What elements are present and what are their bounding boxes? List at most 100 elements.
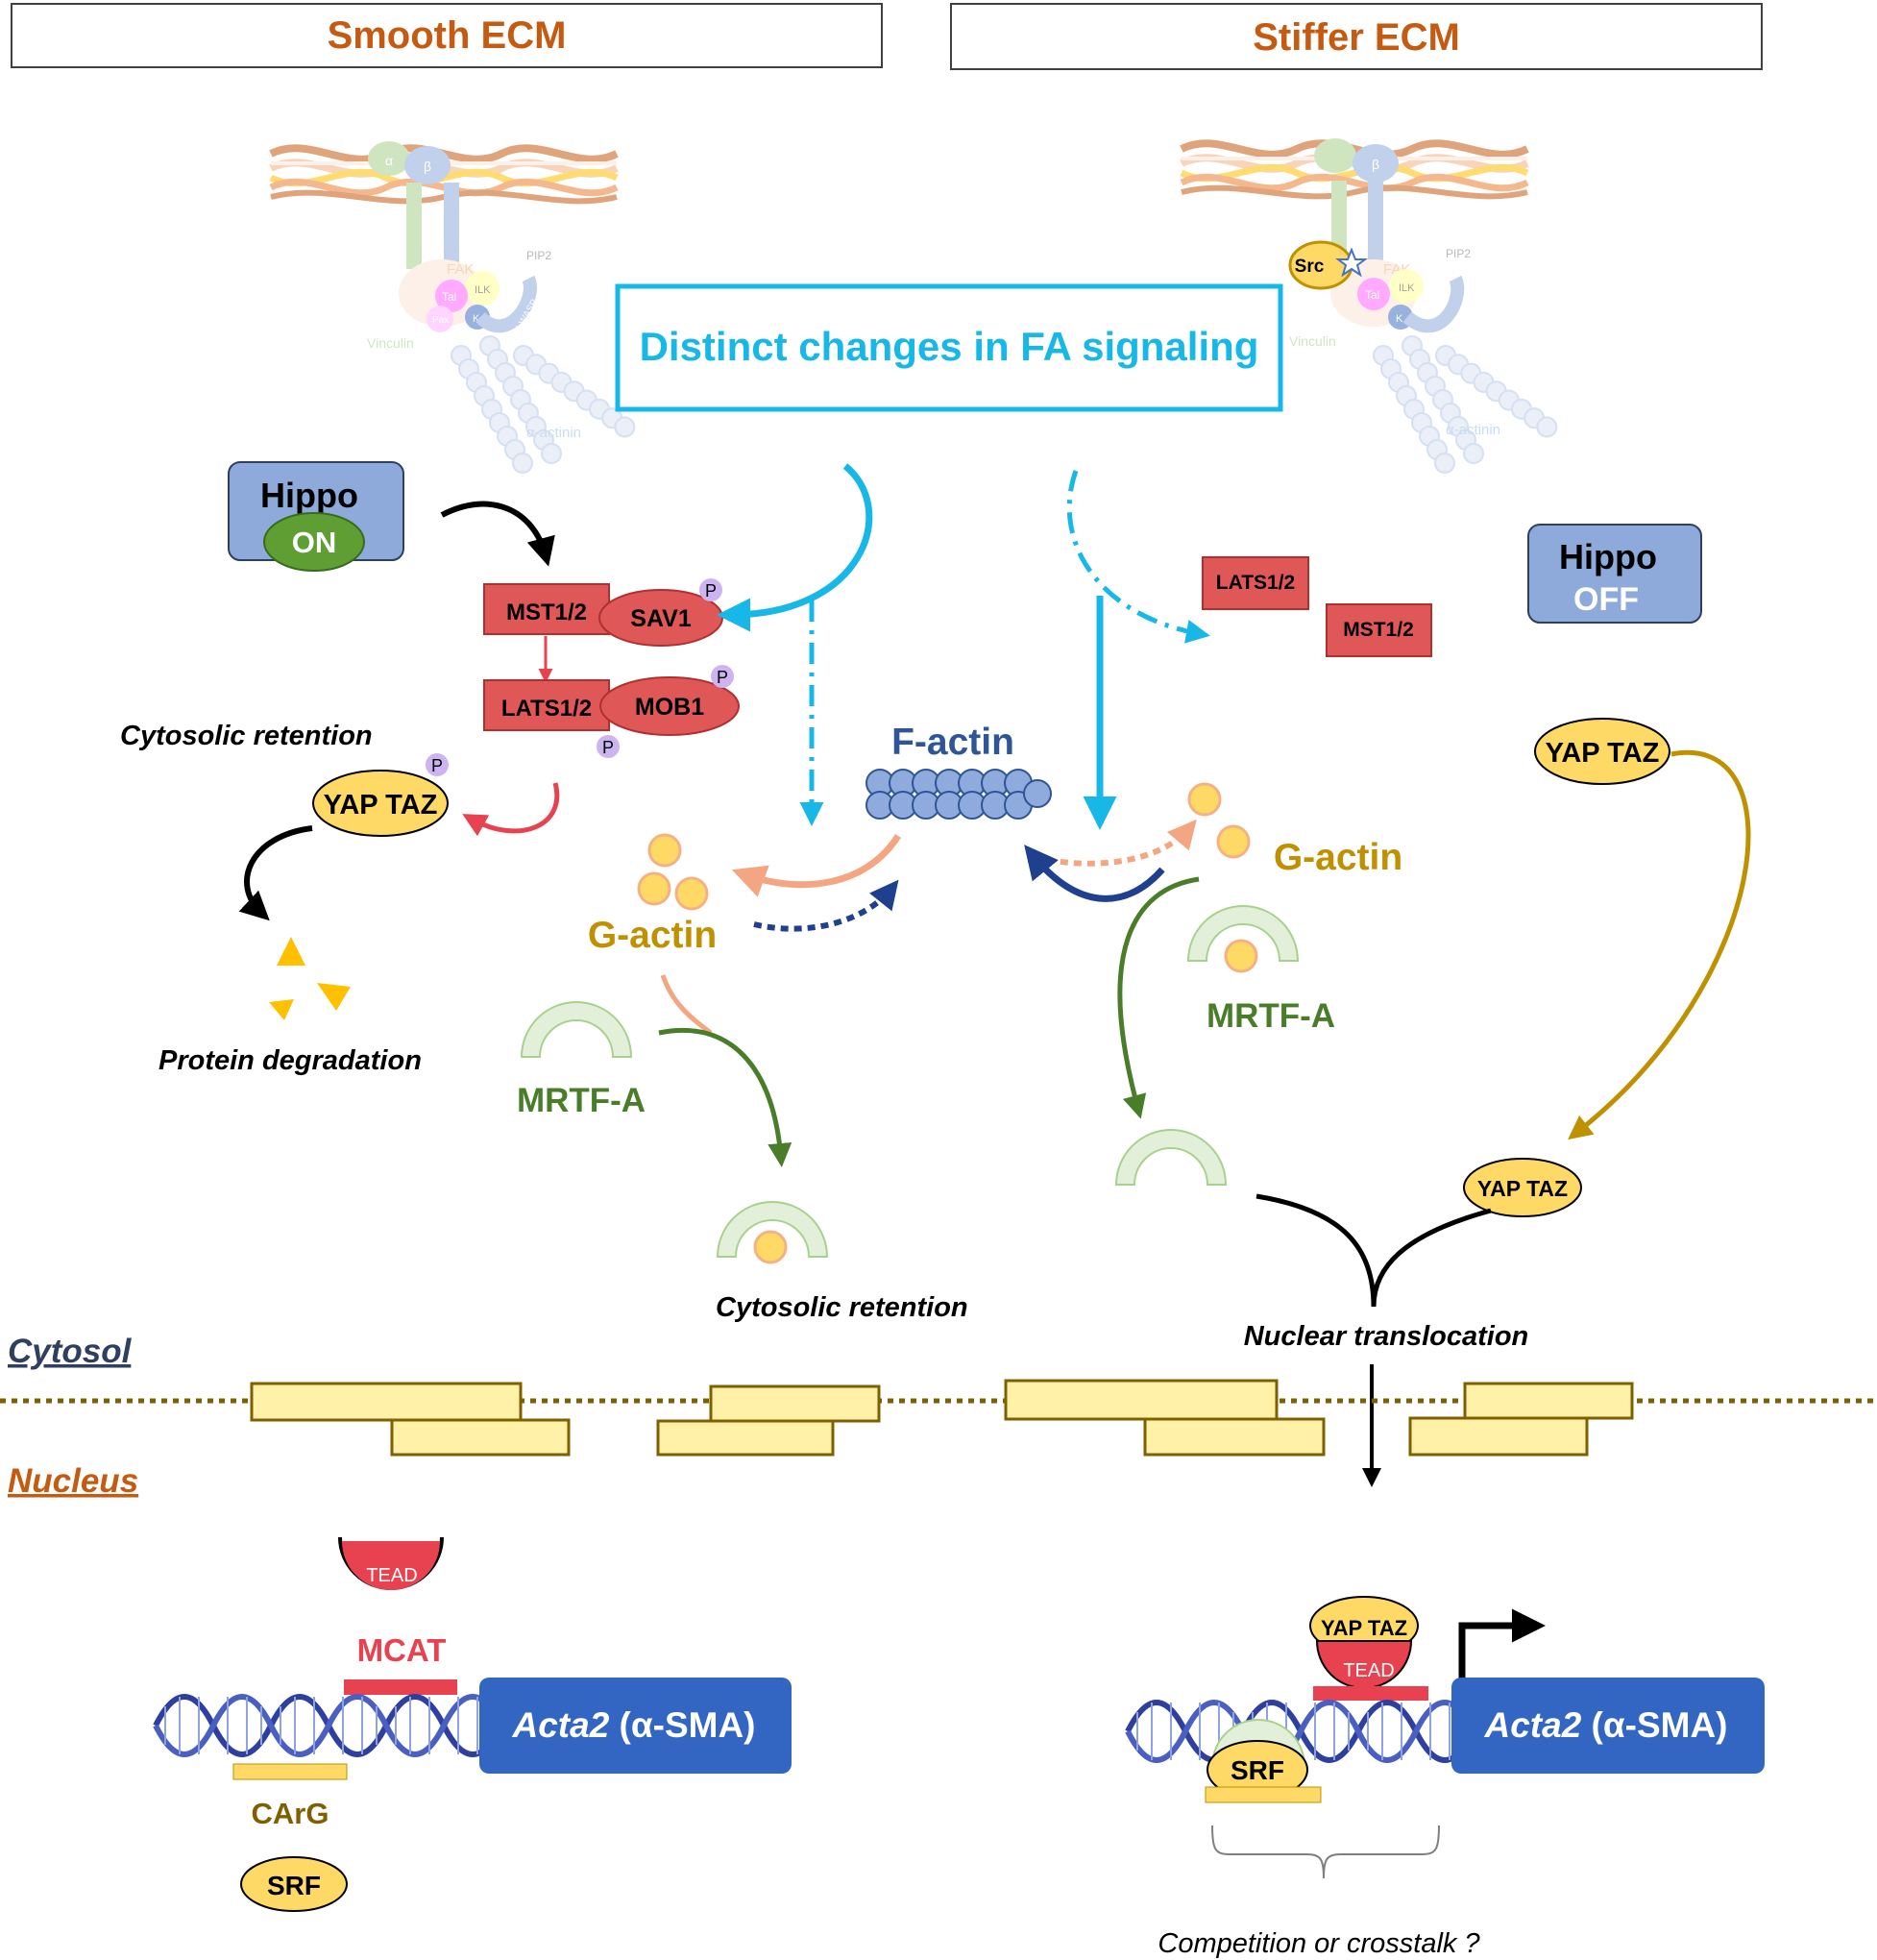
arrow-fa-to-sav: [717, 463, 873, 632]
gene-label-right: Acta2 (α-SMA): [1484, 1705, 1728, 1745]
competition-brace: [1211, 1825, 1440, 1879]
hippo-on-title: Hippo: [260, 476, 358, 515]
fa-signaling-text: Distinct changes in FA signaling: [640, 324, 1259, 369]
competition-label: Competition or crosstalk ?: [1158, 1928, 1480, 1959]
transcription-arrow-icon: [1458, 1608, 1546, 1683]
tead-right-label: TEAD: [1343, 1660, 1394, 1681]
hippo-off-box: Hippo OFF: [1527, 524, 1702, 624]
arrow-depolymerization-right-dashed: [1046, 819, 1197, 867]
g-actin-monomers-right: [1187, 782, 1251, 859]
phospho-label-lats: P: [602, 738, 614, 757]
arrow-mrtf-release-right: [1117, 876, 1200, 1119]
integrin-alpha-label-left: α: [385, 153, 393, 168]
kinase-cascade-left: MST1/2 SAV1 P LATS1/2 MOB1 P P: [483, 578, 740, 758]
yap-taz-right-bottom: YAP TAZ: [1463, 1158, 1582, 1217]
srf-mrtf-complex-right: SRF: [1207, 1719, 1308, 1800]
f-actin-filament: [865, 769, 1052, 820]
cytosolic-retention-left: Cytosolic retention: [120, 721, 373, 751]
yap-taz-left-label: YAP TAZ: [324, 790, 438, 821]
fa-signaling-box: Distinct changes in FA signaling: [615, 283, 1283, 412]
arrow-mrtf-to-retention: [658, 1027, 792, 1167]
vinculin-label-left: Vinculin: [367, 335, 414, 351]
tead-left-label: TEAD: [366, 1565, 417, 1586]
actinin-label-left: α-actinin: [526, 425, 581, 441]
arrow-kinase-to-yap: [462, 782, 560, 837]
tal-label-right: Tal: [1365, 288, 1379, 302]
hippo-on-box: Hippo ON: [228, 461, 404, 572]
nuclear-pores: [250, 1379, 1634, 1457]
dna-left: [156, 1697, 501, 1754]
gene-label-left: Acta2 (α-SMA): [512, 1705, 756, 1745]
mcat-label: MCAT: [357, 1632, 447, 1668]
k-label-right: K: [1396, 313, 1403, 325]
arrow-polymerization-right: [1024, 845, 1165, 902]
header-smooth-ecm: Smooth ECM: [11, 3, 883, 68]
yap-taz-right-bottom-label: YAP TAZ: [1477, 1176, 1568, 1201]
protein-degradation-label: Protein degradation: [158, 1045, 422, 1076]
ilk-label-right: ILK: [1399, 282, 1415, 294]
pax-label-left: Pax: [432, 315, 449, 326]
mrtf-a-gactin-complex-mid: [716, 1201, 829, 1264]
star-icon: [1335, 247, 1368, 278]
yap-taz-tead-complex: YAP TAZ TEAD: [1309, 1596, 1419, 1689]
yap-taz-left: YAP TAZ P: [312, 753, 449, 837]
g-actin-monomers-left: [637, 833, 709, 911]
header-smooth-ecm-text: Smooth ECM: [328, 14, 567, 57]
hippo-on-state: ON: [292, 526, 337, 559]
phospho-label-sav: P: [705, 581, 717, 600]
f-actin-label: F-actin: [891, 722, 1014, 763]
integrin-beta-label-right: β: [1372, 157, 1379, 172]
srf-left: SRF: [240, 1856, 348, 1912]
carg-element-left: [232, 1763, 348, 1780]
nuclear-translocation-label: Nuclear translocation: [1244, 1321, 1529, 1352]
tal-label-left: Tal: [442, 290, 456, 304]
integrin-beta-label-left: β: [424, 159, 431, 174]
hippo-off-state: OFF: [1573, 581, 1639, 618]
mob-label: MOB1: [635, 694, 704, 721]
focal-adhesion-left: α β FAK ILK Tal K Pax N-WASP PIP2 Vincul…: [271, 141, 639, 474]
cytosolic-retention-mid: Cytosolic retention: [716, 1292, 968, 1323]
src-kinase: Src: [1288, 240, 1368, 290]
g-actin-left-label: G-actin: [588, 915, 717, 956]
arrow-hippo-to-kinases: [440, 501, 555, 567]
hippo-off-title: Hippo: [1559, 537, 1657, 576]
tead-left: TEAD: [338, 1537, 444, 1590]
actinin-label-right: α-actinin: [1446, 422, 1500, 438]
kinases-right: LATS1/2 MST1/2: [1202, 556, 1432, 657]
arrow-depolymerization-left: [731, 834, 901, 897]
arrow-polymerization-left-dashed: [753, 879, 899, 932]
arrow-yap-to-degradation: [238, 825, 313, 921]
pip2-label-left: PIP2: [526, 249, 551, 262]
ilk-label-left: ILK: [475, 284, 491, 296]
sav-label: SAV1: [630, 605, 692, 632]
nucleus-label: Nucleus: [8, 1462, 138, 1500]
arrow-yap-to-nucleus-right: [1568, 749, 1751, 1140]
pip2-label-right: PIP2: [1446, 247, 1471, 260]
focal-adhesion-right: β FAK ILK Tal K PIP2 Vinculin α-actinin: [1182, 138, 1561, 474]
mst-label-right: MST1/2: [1343, 619, 1414, 641]
phospho-label-yap: P: [431, 756, 443, 775]
lats-label-left: LATS1/2: [501, 696, 592, 722]
line-gactin-to-mrtf-left: [660, 974, 713, 1035]
gene-box-left: Acta2 (α-SMA): [479, 1678, 792, 1774]
phospho-label-mob: P: [717, 668, 728, 687]
cytosol-label: Cytosol: [8, 1333, 133, 1370]
mrtf-a-right-label: MRTF-A: [1207, 997, 1335, 1035]
header-stiffer-ecm-text: Stiffer ECM: [1253, 16, 1460, 59]
k-label-left: K: [473, 313, 480, 325]
srf-left-label: SRF: [267, 1871, 321, 1900]
fak-label-left: FAK: [447, 261, 474, 278]
gene-box-right: Acta2 (α-SMA): [1451, 1678, 1765, 1774]
vinculin-label-right: Vinculin: [1289, 333, 1336, 349]
yap-taz-right-top: YAP TAZ: [1534, 718, 1670, 785]
mrtf-a-free-right: [1114, 1129, 1228, 1186]
mcat-element: [344, 1679, 457, 1695]
arrow-fa-to-kinases-right-dashed: [1066, 470, 1210, 644]
carg-label: CArG: [252, 1797, 329, 1830]
src-label: Src: [1295, 257, 1325, 277]
mrtf-a-gactin-complex-right: [1186, 905, 1300, 973]
mcat-element-right: [1313, 1686, 1428, 1701]
degraded-protein-icon: [269, 937, 351, 1020]
carg-element-right: [1205, 1786, 1322, 1803]
